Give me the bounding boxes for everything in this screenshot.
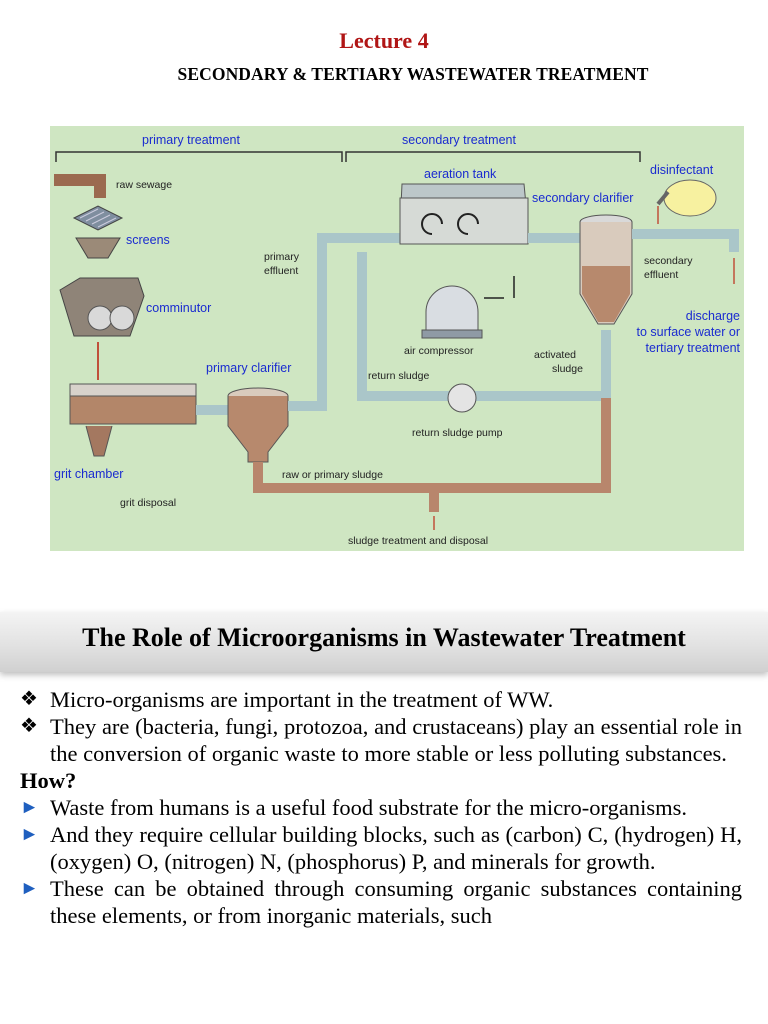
return-sludge-pump-label: return sludge pump <box>412 427 503 439</box>
primary-clarifier-unit <box>227 387 289 463</box>
secondary-clarifier-unit <box>579 214 633 325</box>
bullet-item: ❖ Micro-organisms are important in the t… <box>20 686 742 713</box>
discharge-label-3: tertiary treatment <box>646 341 741 355</box>
arrow-item: ► And they require cellular building blo… <box>20 821 742 875</box>
arrow-item: ► Waste from humans is a useful food sub… <box>20 794 742 821</box>
aeration-tank-label: aeration tank <box>424 167 497 181</box>
section-heading-band: The Role of Microorganisms in Wastewater… <box>0 612 768 672</box>
arrow-bullet-icon: ► <box>20 797 39 818</box>
secondary-effluent-label-2: effluent <box>644 269 678 281</box>
discharge-label-2: to surface water or <box>636 325 740 339</box>
lecture-subtitle: SECONDARY & TERTIARY WASTEWATER TREATMEN… <box>177 64 649 84</box>
grit-disposal-label: grit disposal <box>120 497 176 509</box>
primary-treatment-label: primary treatment <box>142 133 240 147</box>
diamond-bullet-icon: ❖ <box>20 715 38 737</box>
bullet-text: They are (bacteria, fungi, protozoa, and… <box>50 714 742 766</box>
primary-clarifier-label: primary clarifier <box>206 361 291 375</box>
bullet-text: Micro-organisms are important in the tre… <box>50 687 554 712</box>
arrow-text: And they require cellular building block… <box>50 822 742 874</box>
primary-effluent-label-2: effluent <box>264 265 298 277</box>
section-content: ❖ Micro-organisms are important in the t… <box>20 686 742 929</box>
grit-chamber-unit <box>69 383 197 457</box>
grit-chamber-label: grit chamber <box>54 467 123 481</box>
activated-sludge-label-1: activated <box>534 349 576 361</box>
screens-unit <box>72 205 124 259</box>
arrow-item: ► These can be obtained through consumin… <box>20 875 742 929</box>
lecture-title: Lecture 4 <box>339 28 429 53</box>
secondary-bracket <box>345 151 641 162</box>
raw-sewage-label: raw sewage <box>116 179 172 191</box>
top-area: Lecture 4 SECONDARY & TERTIARY WASTEWATE… <box>50 28 744 551</box>
arrow-bullet-icon: ► <box>20 878 39 899</box>
secondary-clarifier-label: secondary clarifier <box>532 191 633 205</box>
wastewater-treatment-diagram: primary treatment secondary treatment <box>50 126 744 551</box>
diamond-bullet-icon: ❖ <box>20 688 38 710</box>
return-sludge-label: return sludge <box>368 370 429 382</box>
arrow-text: These can be obtained through consuming … <box>50 876 742 928</box>
section-heading: The Role of Microorganisms in Wastewater… <box>82 623 686 652</box>
primary-bracket <box>55 151 343 162</box>
return-sludge-pump <box>447 383 477 413</box>
how-label: How? <box>20 768 77 793</box>
disinfectant-label: disinfectant <box>650 163 714 177</box>
discharge-label-1: discharge <box>686 309 740 323</box>
bullet-item: ❖ They are (bacteria, fungi, protozoa, a… <box>20 713 742 767</box>
activated-sludge-label-2: sludge <box>552 363 583 375</box>
secondary-treatment-label: secondary treatment <box>402 133 516 147</box>
air-compressor-unit <box>421 276 515 339</box>
aeration-tank-unit <box>399 183 529 245</box>
sludge-treatment-label: sludge treatment and disposal <box>348 535 488 547</box>
screens-label: screens <box>126 233 170 247</box>
arrow-text: Waste from humans is a useful food subst… <box>50 795 688 820</box>
secondary-effluent-label-1: secondary <box>644 255 693 267</box>
primary-effluent-label-1: primary <box>264 251 300 263</box>
air-compressor-label: air compressor <box>404 345 474 357</box>
arrow-bullet-icon: ► <box>20 824 39 845</box>
raw-sewage-pipe <box>54 174 106 198</box>
comminutor-label: comminutor <box>146 301 211 315</box>
disinfectant-bottle <box>656 179 717 224</box>
comminutor-unit <box>59 277 145 337</box>
raw-primary-sludge-label: raw or primary sludge <box>282 469 383 481</box>
